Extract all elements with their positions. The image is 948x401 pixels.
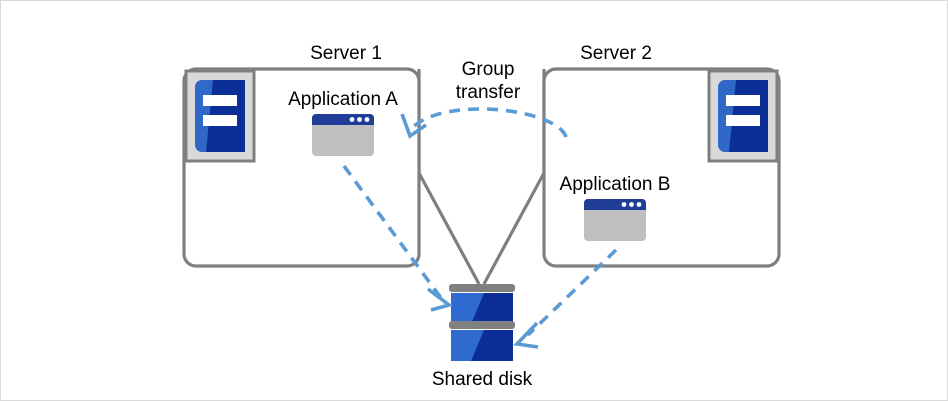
group-transfer-label-line1: Group	[461, 59, 515, 80]
server-1-label: Server 1	[310, 43, 382, 64]
shared-disk-icon	[449, 284, 515, 361]
server-2-label: Server 2	[580, 43, 652, 64]
application-b-label: Application B	[559, 174, 671, 195]
application-window-icon	[584, 199, 646, 241]
shared-disk-label: Shared disk	[431, 369, 533, 390]
application-a-label: Application A	[288, 89, 398, 110]
application-window-icon	[312, 114, 374, 156]
server-icon	[707, 69, 779, 163]
group-transfer-arrow	[400, 107, 568, 139]
group-transfer-label-line2: transfer	[455, 82, 521, 103]
server-icon	[184, 69, 256, 163]
app-a-to-disk-arrow	[342, 164, 453, 312]
app-b-to-disk-arrow	[513, 248, 618, 349]
